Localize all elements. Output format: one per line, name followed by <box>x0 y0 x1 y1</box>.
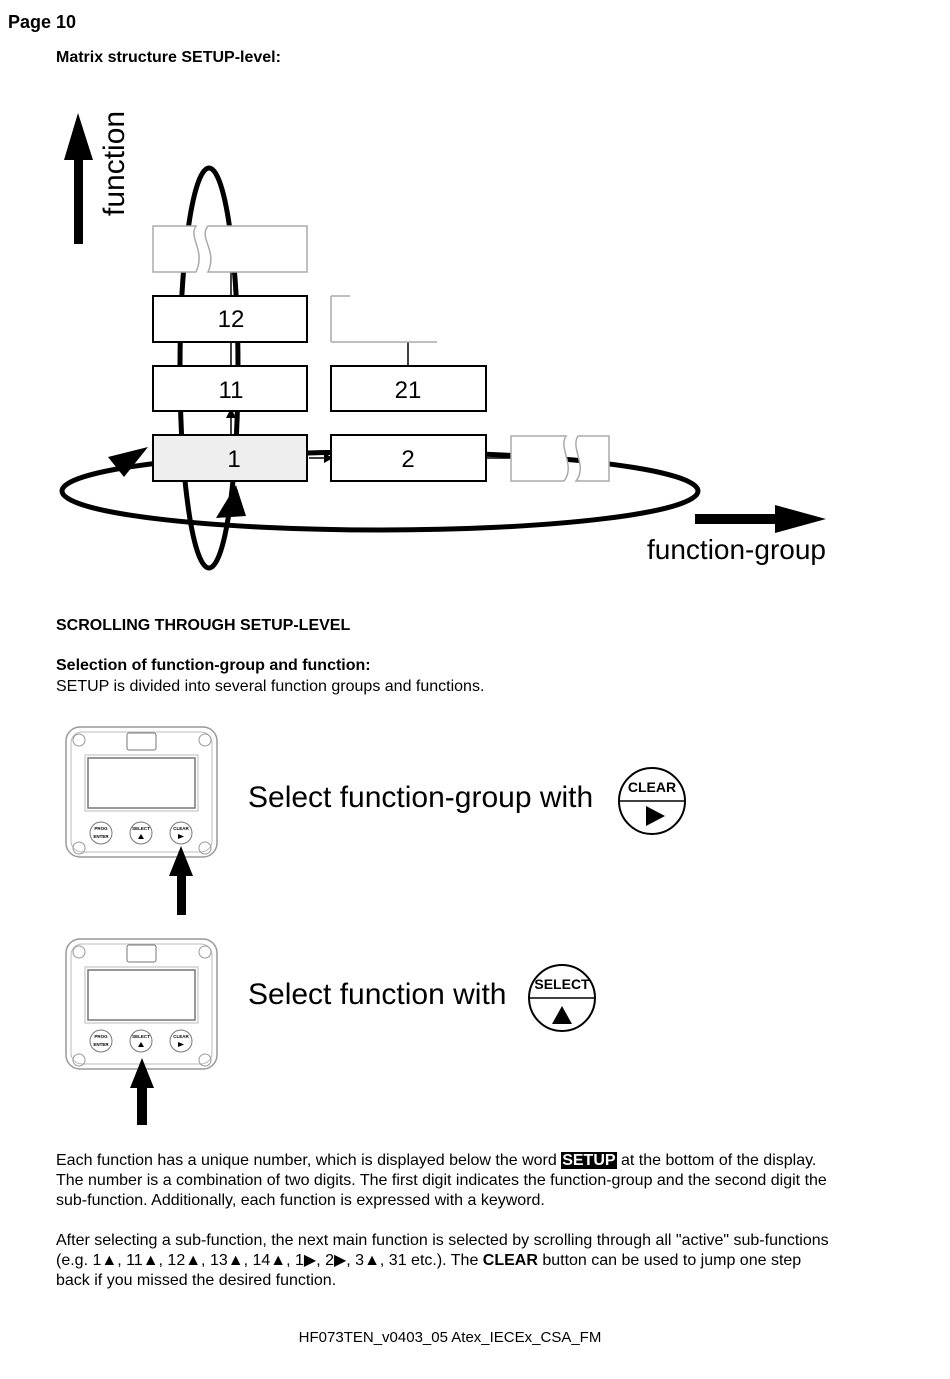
box-11-label: 11 <box>219 377 244 404</box>
caption-select-group: Select function-group with <box>248 781 594 814</box>
para2-text-a: After selecting a sub-function, the next… <box>56 1232 829 1269</box>
device-enter-label: ENTER <box>93 1042 109 1047</box>
loop-arrowhead-bottom <box>216 485 246 518</box>
box-21-label: 21 <box>395 377 422 404</box>
function-axis-label: function <box>98 111 131 216</box>
device-panel-select: PROG ENTER SELECT CLEAR <box>65 938 218 1125</box>
box-1-label: 1 <box>227 446 240 473</box>
select-button-label: SELECT <box>534 976 590 992</box>
box-2-label: 2 <box>401 446 414 473</box>
box-21 <box>330 365 487 412</box>
device-select-label: SELECT <box>132 1034 150 1039</box>
caption-select-function: Select function with <box>248 978 507 1011</box>
box-12-label: 12 <box>218 306 245 333</box>
function-axis-arrow <box>64 113 93 244</box>
box-1 <box>152 434 308 482</box>
device-panel-clear: PROG ENTER SELECT CLEAR <box>65 726 218 915</box>
faded-box-top <box>152 225 308 273</box>
pointer-arrow-select <box>130 1058 154 1088</box>
box-11 <box>152 365 308 412</box>
paragraph-function-number: Each function has a unique number, which… <box>56 1151 832 1211</box>
section-title: Matrix structure SETUP-level: <box>56 49 281 66</box>
box-2 <box>330 434 487 482</box>
para1-text-b: at the bottom of the display. The number… <box>56 1152 827 1209</box>
setup-highlight: SETUP <box>561 1152 617 1169</box>
loop-arrowhead-left <box>108 447 148 477</box>
matrix-diagram: function 12 11 1 21 2 function-group <box>59 111 826 571</box>
faded-box-21-top <box>330 295 437 343</box>
device-clear-label: CLEAR <box>173 826 189 831</box>
para1-text-a: Each function has a unique number, which… <box>56 1152 562 1169</box>
pointer-arrow-clear <box>169 846 193 876</box>
para2-text-b: button can be used to jump one step back… <box>56 1252 802 1289</box>
footer-doc-id: HF073TEN_v0403_05 Atex_IECEx_CSA_FM <box>298 1329 602 1346</box>
faded-box-right <box>510 435 610 482</box>
scrolling-title: SCROLLING THROUGH SETUP-LEVEL <box>56 617 351 634</box>
select-button-icon: SELECT <box>528 964 596 1032</box>
device-enter-label: ENTER <box>93 834 109 839</box>
selection-subtitle: Selection of function-group and function… <box>56 657 371 674</box>
page-number: Page 10 <box>8 12 77 32</box>
device-prog-label: PROG <box>94 826 108 831</box>
paragraph-scrolling: After selecting a sub-function, the next… <box>56 1231 836 1291</box>
device-prog-label: PROG <box>94 1034 108 1039</box>
device-select-label: SELECT <box>132 826 150 831</box>
function-group-axis-label: function-group <box>647 534 826 565</box>
device-clear-label: CLEAR <box>173 1034 189 1039</box>
setup-intro: SETUP is divided into several function g… <box>56 678 485 695</box>
clear-button-label: CLEAR <box>628 779 676 795</box>
box-12 <box>152 295 308 343</box>
clear-button-icon: CLEAR <box>618 767 686 835</box>
function-group-axis-arrow <box>695 505 826 533</box>
clear-reference: CLEAR <box>482 1252 538 1269</box>
